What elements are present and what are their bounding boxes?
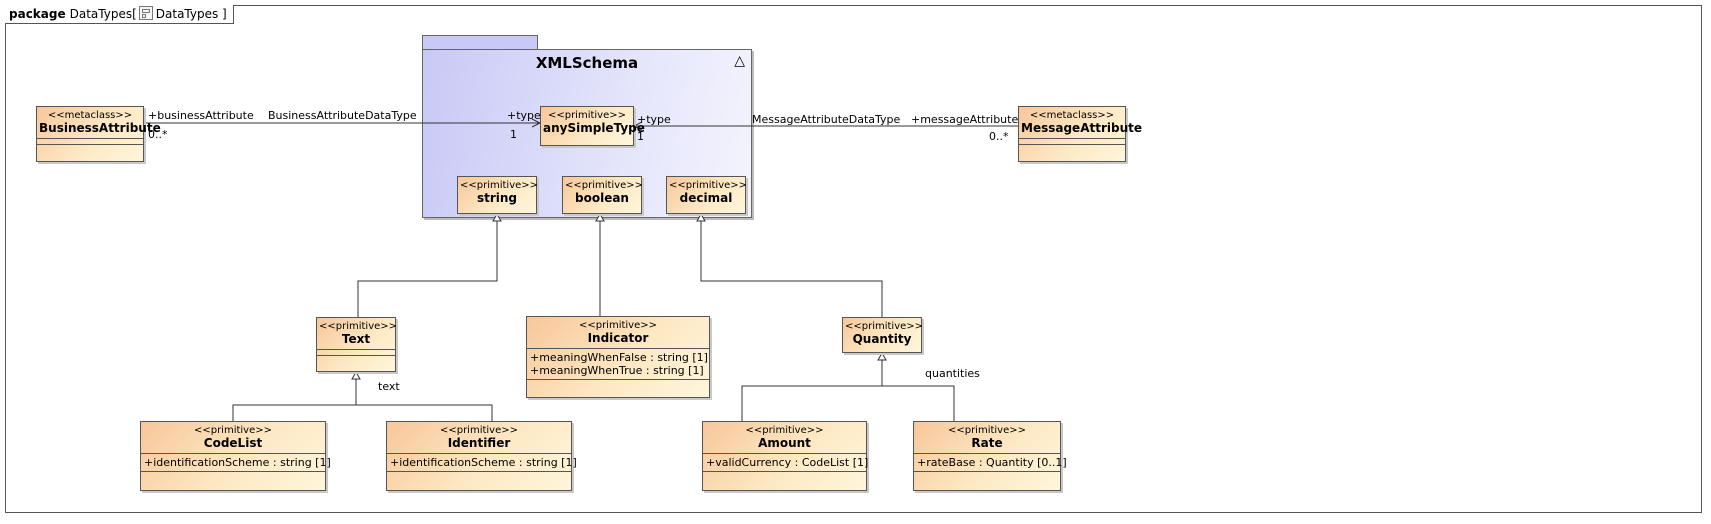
attribute-list: +meaningWhenFalse : string [1] +meaningW…	[527, 349, 709, 380]
attribute-list: +identificationScheme : string [1]	[387, 454, 577, 472]
role-type-business: +type	[507, 109, 541, 122]
class-quantity[interactable]: <<primitive>>Quantity	[842, 317, 924, 353]
stereotype: <<primitive>>	[319, 321, 398, 332]
stereotype: <<primitive>>	[947, 425, 1027, 436]
stereotype: <<primitive>>	[845, 321, 924, 332]
frame-diagram-name: DataTypes ]	[155, 7, 227, 21]
class-name: Rate	[971, 436, 1003, 450]
role-type-message: +type	[637, 113, 671, 126]
diagram-frame	[5, 5, 1702, 513]
generalization-head-decimal	[696, 212, 706, 222]
class-name: anySimpleType	[543, 121, 645, 135]
class-identifier[interactable]: <<primitive>>Identifier +identificationS…	[386, 421, 577, 491]
generalization-codelist-text	[232, 379, 357, 421]
stereotype: <<primitive>>	[745, 425, 824, 436]
generalization-head-string	[492, 212, 502, 222]
class-rate[interactable]: <<primitive>>Rate +rateBase : Quantity […	[913, 421, 1067, 491]
triangle-icon: △	[734, 53, 745, 69]
class-name: boolean	[575, 191, 629, 205]
stereotype: <<primitive>>	[565, 180, 644, 191]
class-name: Indicator	[587, 331, 649, 345]
class-name: Quantity	[852, 332, 912, 346]
frame-package-name: DataTypes[	[69, 7, 137, 21]
class-indicator[interactable]: <<primitive>>Indicator +meaningWhenFalse…	[526, 316, 710, 398]
attribute-row: +identificationScheme : string [1]	[144, 456, 331, 469]
class-name: BusinessAttribute	[39, 121, 161, 135]
generalization-label-text: text	[378, 380, 400, 393]
attribute-row: +identificationScheme : string [1]	[390, 456, 577, 469]
association-name-message: MessageAttributeDataType	[752, 113, 901, 126]
class-amount[interactable]: <<primitive>>Amount +validCurrency : Cod…	[702, 421, 869, 491]
generalization-head-boolean	[595, 212, 605, 222]
stereotype: <<primitive>>	[460, 180, 539, 191]
stereotype: <<metaclass>>	[47, 110, 133, 121]
stereotype: <<primitive>>	[547, 110, 627, 121]
mult-message-attribute: 0..*	[989, 130, 1009, 143]
class-code-list[interactable]: <<primitive>>CodeList +identificationSch…	[140, 421, 331, 491]
class-name: CodeList	[203, 436, 263, 450]
mult-business-attribute: 0..*	[148, 128, 168, 141]
stereotype: <<primitive>>	[578, 320, 658, 331]
generalization-head-text	[351, 370, 361, 380]
attribute-row: +meaningWhenFalse : string [1]	[530, 351, 708, 364]
class-decimal[interactable]: <<primitive>>decimal	[666, 176, 748, 214]
generalization-text-string	[357, 221, 498, 317]
class-string[interactable]: <<primitive>>string	[457, 176, 539, 214]
class-message-attribute[interactable]: <<metaclass>>MessageAttribute	[1018, 106, 1142, 162]
role-business-attribute: +businessAttribute	[148, 109, 254, 122]
stereotype: <<primitive>>	[669, 180, 748, 191]
mult-type-message: 1	[637, 130, 644, 143]
generalization-quantity-decimal	[700, 221, 883, 317]
attribute-row: +rateBase : Quantity [0..1]	[917, 456, 1067, 469]
stereotype: <<primitive>>	[439, 425, 519, 436]
generalization-identifier-text	[356, 404, 493, 421]
class-name: decimal	[679, 191, 733, 205]
class-boolean[interactable]: <<primitive>>boolean	[562, 176, 644, 214]
class-name: Amount	[758, 436, 811, 450]
association-arrow-message	[632, 121, 643, 131]
package-title: XMLSchema	[535, 54, 639, 72]
class-name: MessageAttribute	[1021, 121, 1142, 135]
mult-type-business: 1	[510, 128, 517, 141]
attribute-list: +identificationScheme : string [1]	[141, 454, 331, 472]
generalization-rate-quantity	[882, 385, 955, 421]
attribute-row: +meaningWhenTrue : string [1]	[530, 364, 704, 377]
class-name: Text	[341, 332, 371, 346]
package-tab	[422, 35, 538, 49]
class-diagram-icon	[138, 6, 153, 20]
attribute-list: +rateBase : Quantity [0..1]	[914, 454, 1067, 472]
class-business-attribute[interactable]: <<metaclass>>BusinessAttribute	[36, 106, 161, 162]
class-name: string	[476, 191, 518, 205]
frame-keyword: package	[9, 7, 66, 21]
class-any-simple-type[interactable]: <<primitive>>anySimpleType	[540, 106, 645, 146]
attribute-list: +validCurrency : CodeList [1]	[703, 454, 869, 472]
generalization-head-quantity	[877, 351, 887, 361]
class-name: Identifier	[447, 436, 511, 450]
attribute-row: +validCurrency : CodeList [1]	[706, 456, 869, 469]
class-text[interactable]: <<primitive>>Text	[316, 317, 398, 372]
stereotype: <<metaclass>>	[1029, 110, 1115, 121]
generalization-amount-quantity	[741, 360, 883, 421]
stereotype: <<primitive>>	[193, 425, 273, 436]
association-name-business: BusinessAttributeDataType	[268, 109, 417, 122]
generalization-label-quantities: quantities	[925, 367, 980, 380]
role-message-attribute: +messageAttribute	[911, 113, 1019, 126]
